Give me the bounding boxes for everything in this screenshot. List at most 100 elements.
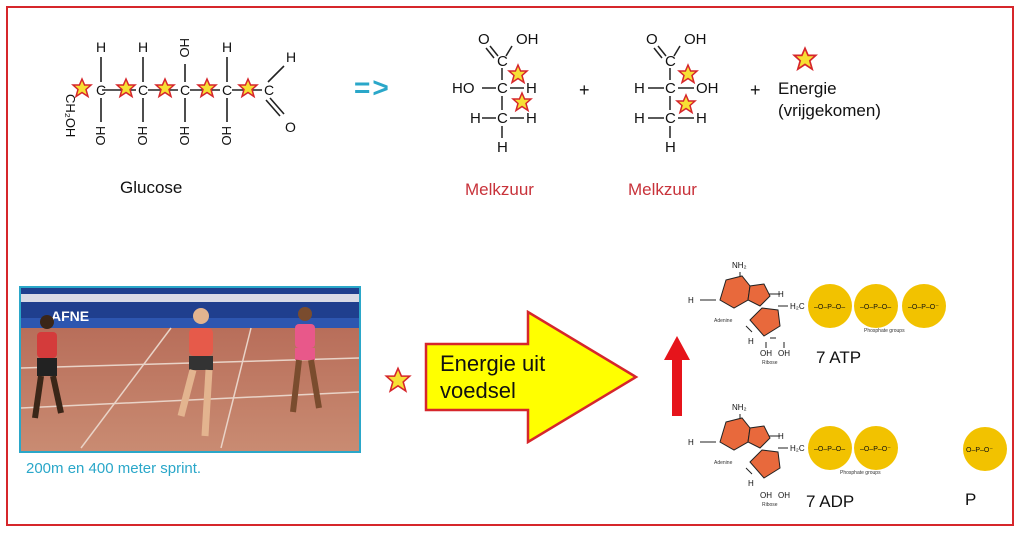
energy-star xyxy=(384,366,412,393)
sprint-photo-illustration: AFNE xyxy=(21,288,359,451)
energy-star xyxy=(196,77,218,99)
energy-line-2: (vrijgekomen) xyxy=(778,101,881,120)
lactic-c: C xyxy=(665,53,676,70)
oh-label: OH xyxy=(778,349,790,358)
lactic-acid-structure-2: O OH C H C OH H C H H xyxy=(634,31,719,156)
svg-text:–O–P–O⁻: –O–P–O⁻ xyxy=(860,446,891,453)
h-label: H xyxy=(748,479,754,488)
plus-sign: + xyxy=(750,80,761,100)
food-energy-label: Energie uit voedsel xyxy=(440,350,545,404)
glucose-ch2oh: CH₂OH xyxy=(63,94,78,137)
lactic-oh: OH xyxy=(684,31,707,48)
lactic-h: H xyxy=(665,139,676,156)
adp-molecule: NH₂ H H H₂C H OH OH Adenine Ribose Phosp… xyxy=(688,403,898,508)
phosphate-label: Phosphate groups xyxy=(864,328,905,334)
phosphate-label-p: P xyxy=(965,490,977,509)
h-label: H xyxy=(688,296,694,305)
lactic-o: O xyxy=(478,31,490,48)
energy-released-label: Energie (vrijgekomen) xyxy=(778,78,881,122)
glucose-carbon: C xyxy=(138,82,148,98)
food-energy-line-2: voedsel xyxy=(440,378,516,403)
lactic-ho: HO xyxy=(452,80,475,97)
energy-star xyxy=(154,77,176,99)
food-energy-line-1: Energie uit xyxy=(440,351,546,376)
h2c-label: H₂C xyxy=(790,302,805,311)
glucose-h-top: H xyxy=(222,39,232,55)
glucose-carbon: C xyxy=(264,82,274,98)
energy-star xyxy=(792,46,818,72)
h2c-label: H₂C xyxy=(790,444,805,453)
h-label: H xyxy=(778,432,784,441)
lactic-h: H xyxy=(526,110,537,127)
adenine-ring xyxy=(719,417,751,451)
glucose-carbon: C xyxy=(222,82,232,98)
phosphate-label: Phosphate groups xyxy=(840,470,881,476)
glucose-h-aldehyde: H xyxy=(286,49,296,65)
glucose-oh-bottom: HO xyxy=(219,126,234,146)
glucose-oh-bottom: HO xyxy=(93,126,108,146)
sprint-caption: 200m en 400 meter sprint. xyxy=(26,460,202,477)
up-arrow xyxy=(664,336,690,416)
lactic-h: H xyxy=(696,110,707,127)
ribose-ring xyxy=(749,307,781,337)
lactic-c: C xyxy=(497,53,508,70)
sprint-photo: AFNE xyxy=(19,286,361,453)
lactic-h: H xyxy=(470,110,481,127)
adenine-label: Adenine xyxy=(714,318,733,324)
phosphate-group xyxy=(808,284,852,328)
phosphate-group xyxy=(854,426,898,470)
svg-text:–O–P–O–: –O–P–O– xyxy=(814,446,845,453)
stadium-banner: AFNE xyxy=(51,308,89,324)
adenine-ring xyxy=(747,283,771,307)
runner xyxy=(290,307,322,413)
lactic-c: C xyxy=(665,110,676,127)
ribose-label: Ribose xyxy=(762,360,778,366)
lactic-c: C xyxy=(665,80,676,97)
energy-star xyxy=(507,63,529,85)
lactic-c: C xyxy=(497,110,508,127)
glucose-o-aldehyde: O xyxy=(285,119,296,135)
energy-star xyxy=(115,77,137,99)
food-energy-arrow xyxy=(424,310,639,444)
adenine-ring xyxy=(747,425,771,449)
svg-text:–O–P–O⁻: –O–P–O⁻ xyxy=(908,304,939,311)
glucose-oh-bottom: HO xyxy=(177,126,192,146)
nh2-label: NH₂ xyxy=(732,261,747,270)
runner xyxy=(32,315,64,419)
phosphate-group-single: O–P–O⁻ xyxy=(963,427,1007,471)
oh-label: OH xyxy=(760,491,772,500)
energy-line-1: Energie xyxy=(778,79,837,98)
lactic-o: O xyxy=(646,31,658,48)
lactic-acid-structure-1: O OH C HO C H H C H H xyxy=(452,31,539,156)
diagram-frame xyxy=(6,6,1014,526)
ribose-ring xyxy=(749,449,781,479)
lactic-oh: OH xyxy=(516,31,539,48)
lactic-oh: OH xyxy=(696,80,719,97)
glucose-structure: H H H H O CH₂OH HO HO HO HO HO C C C C C xyxy=(63,38,296,146)
glucose-oh-bottom: HO xyxy=(135,126,150,146)
svg-text:–O–P–O–: –O–P–O– xyxy=(860,304,891,311)
phosphate-group xyxy=(854,284,898,328)
h-label: H xyxy=(778,290,784,299)
lactic-h: H xyxy=(634,110,645,127)
h-label: H xyxy=(688,438,694,447)
svg-text:O–P–O⁻: O–P–O⁻ xyxy=(966,447,993,454)
ribose-label: Ribose xyxy=(762,502,778,508)
lactic-acid-label-1: Melkzuur xyxy=(465,180,534,199)
energy-star xyxy=(237,77,259,99)
lactic-c: C xyxy=(497,80,508,97)
glucose-carbon: C xyxy=(96,82,106,98)
lactic-acid-label-2: Melkzuur xyxy=(628,180,697,199)
glucose-h-top: H xyxy=(138,39,148,55)
lactic-h: H xyxy=(497,139,508,156)
oh-label: OH xyxy=(778,491,790,500)
atp-molecule: NH₂ H H H₂C H OH OH Adenine Ribose Phosp… xyxy=(688,261,946,366)
energy-star xyxy=(71,77,93,99)
adp-label: 7 ADP xyxy=(806,492,855,511)
glucose-label: Glucose xyxy=(120,178,183,197)
atp-label: 7 ATP xyxy=(816,348,862,367)
nh2-label: NH₂ xyxy=(732,403,747,412)
phosphate-group xyxy=(902,284,946,328)
glucose-h-top: H xyxy=(96,39,106,55)
svg-text:–O–P–O–: –O–P–O– xyxy=(814,304,845,311)
